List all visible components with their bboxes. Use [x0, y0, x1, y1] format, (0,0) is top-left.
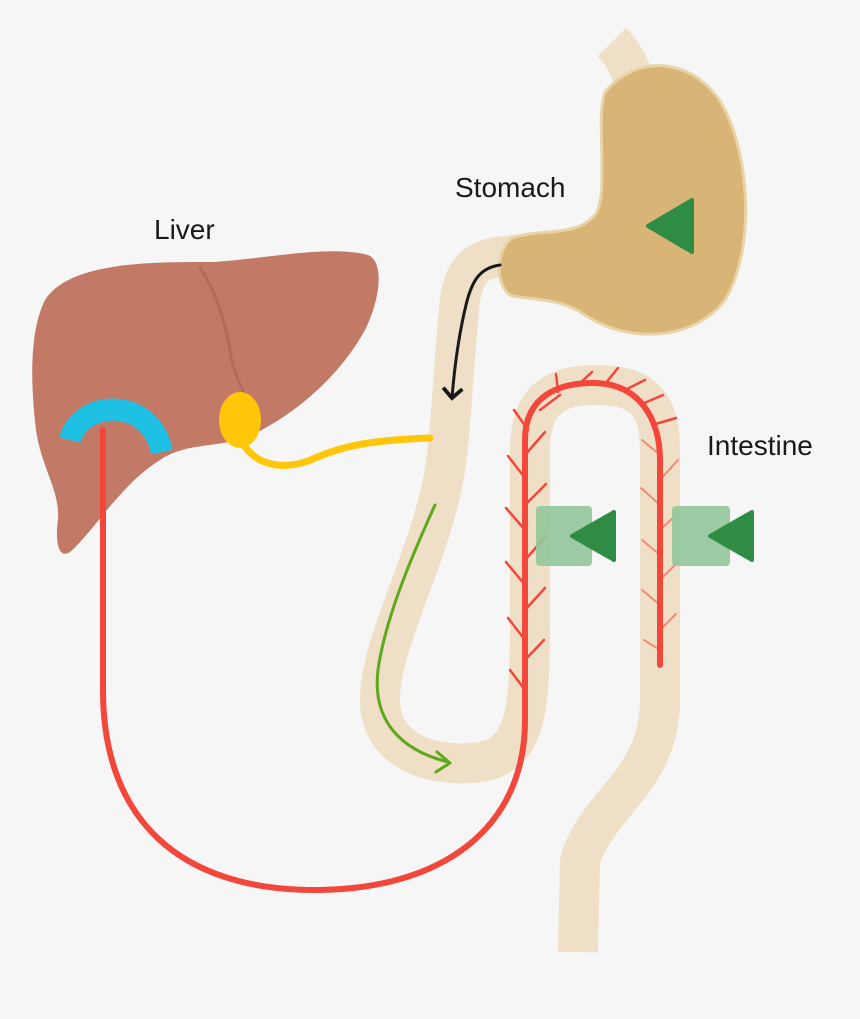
stomach: [497, 64, 748, 336]
stomach-play-marker-icon: [646, 198, 694, 254]
blood-vessel: [100, 380, 663, 893]
small-intestine: [360, 235, 680, 953]
bile-duct: [236, 434, 434, 469]
liver: [32, 251, 379, 554]
intestine-marker-left: [536, 506, 616, 566]
gallbladder: [219, 392, 261, 448]
liver-label: Liver: [154, 214, 215, 245]
liver-lobe-line: [198, 266, 247, 397]
intestine-marker-right: [672, 506, 754, 566]
food-flow-arrow: [441, 263, 502, 401]
marker-box: [536, 506, 592, 566]
vessel-branches: [504, 366, 678, 692]
marker-box: [672, 506, 730, 566]
camera-marker-icon: [570, 510, 616, 562]
absorption-arrow-head-icon: [434, 750, 452, 774]
intestine-label: Intestine: [707, 430, 813, 461]
stomach-label: Stomach: [455, 172, 566, 203]
liver-arc-marker-icon: [59, 398, 173, 456]
camera-marker-icon: [708, 510, 754, 562]
absorption-flow-arrow: [375, 503, 450, 764]
